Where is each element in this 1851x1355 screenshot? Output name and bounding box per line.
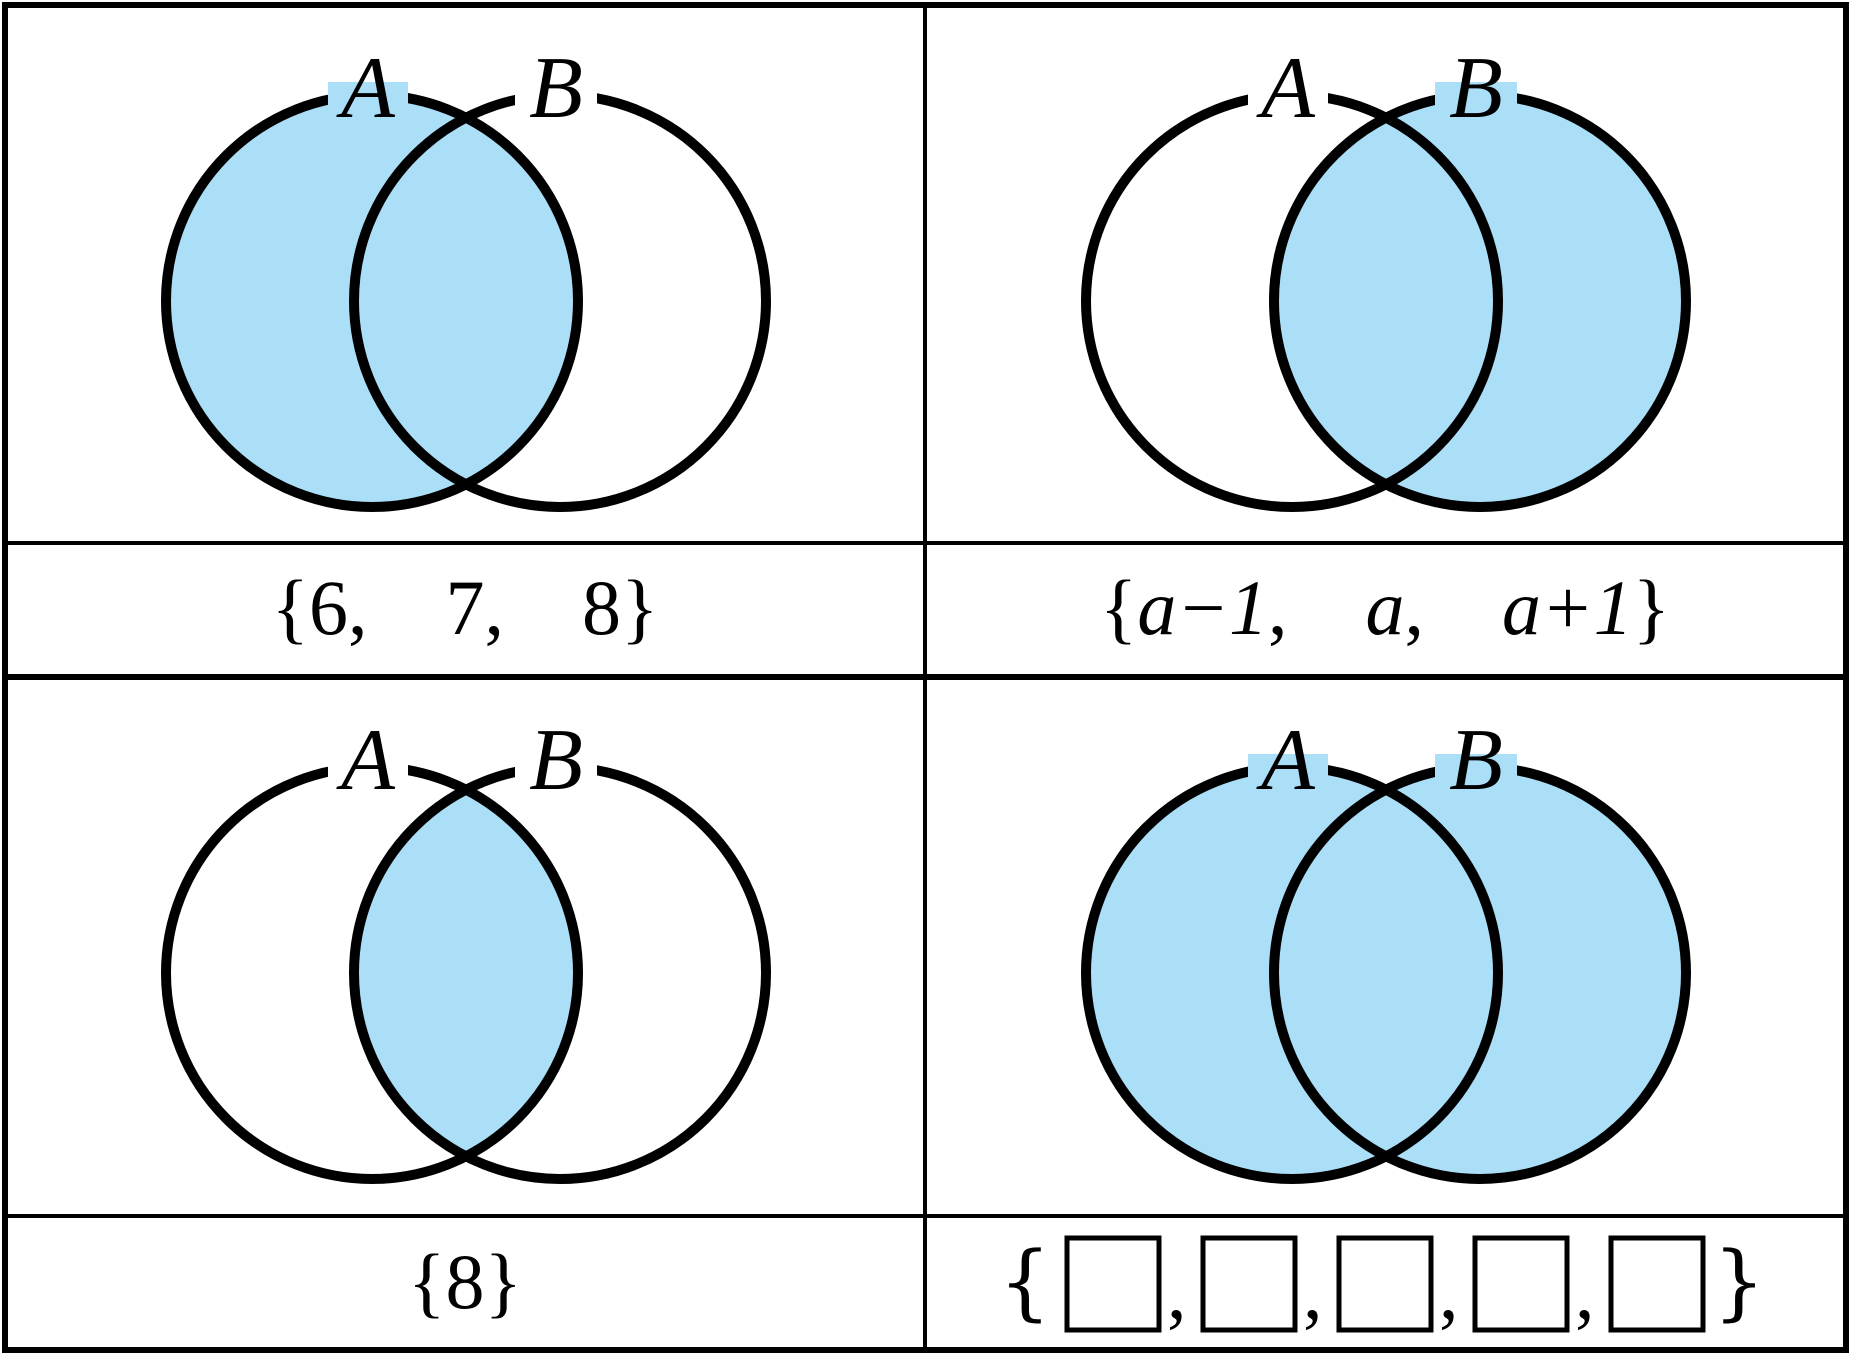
caption-comma: , bbox=[1439, 1248, 1459, 1335]
answer-blank-box[interactable] bbox=[1064, 1235, 1162, 1333]
set-label-b: B bbox=[529, 40, 583, 137]
label-gap-a bbox=[328, 754, 408, 794]
set-caption-1: {6, 7, 8} bbox=[272, 564, 659, 651]
answer-blank-box[interactable] bbox=[1472, 1235, 1570, 1333]
caption-separator: , bbox=[1405, 564, 1503, 651]
label-gap-b bbox=[515, 754, 597, 794]
label-gap-a bbox=[1248, 754, 1328, 794]
caption-text: {a−1, a, a+1} bbox=[1100, 564, 1670, 651]
set-label-a: A bbox=[1256, 712, 1316, 809]
set-label-a: A bbox=[1256, 40, 1316, 137]
caption-item: 8 bbox=[446, 1238, 485, 1325]
caption-open-brace: { bbox=[272, 564, 309, 651]
label-gap-a bbox=[1248, 82, 1328, 122]
label-gap-b bbox=[515, 82, 597, 122]
caption-separator: , bbox=[485, 564, 583, 651]
caption-separator: , bbox=[348, 564, 446, 651]
caption-comma: , bbox=[1303, 1248, 1323, 1335]
caption-item: a+1 bbox=[1502, 564, 1633, 651]
set-caption-2: {a−1, a, a+1} bbox=[1100, 564, 1670, 651]
shaded-region-union-b bbox=[1274, 767, 1686, 1179]
answer-blank-box[interactable] bbox=[1200, 1235, 1298, 1333]
label-gap-a bbox=[328, 82, 408, 122]
caption-item: 8 bbox=[582, 564, 621, 651]
caption-comma: , bbox=[1167, 1248, 1187, 1335]
shaded-region-intersection bbox=[354, 767, 578, 1179]
caption-comma: , bbox=[1575, 1248, 1595, 1335]
caption-close-brace: } bbox=[1713, 1235, 1765, 1330]
answer-blank-box[interactable] bbox=[1336, 1235, 1434, 1333]
caption-close-brace: } bbox=[1633, 564, 1670, 651]
caption-open-brace: { bbox=[999, 1235, 1051, 1330]
answer-blank-box[interactable] bbox=[1608, 1235, 1706, 1333]
caption-item: 7 bbox=[446, 564, 485, 651]
caption-close-brace: } bbox=[621, 564, 658, 651]
set-label-a: A bbox=[336, 40, 396, 137]
label-gap-b bbox=[1435, 754, 1517, 794]
set-label-a: A bbox=[336, 712, 396, 809]
set-caption-4: {,,,,} bbox=[999, 1235, 1765, 1335]
caption-open-brace: { bbox=[1100, 564, 1137, 651]
caption-item: a−1 bbox=[1137, 564, 1268, 651]
shaded-region-b bbox=[1274, 95, 1686, 507]
caption-item: a bbox=[1366, 564, 1405, 651]
caption-text: {8} bbox=[408, 1238, 522, 1325]
set-label-b: B bbox=[1449, 40, 1503, 137]
caption-item: 6 bbox=[309, 564, 348, 651]
caption-close-brace: } bbox=[485, 1238, 522, 1325]
caption-text: {6, 7, 8} bbox=[272, 564, 659, 651]
shaded-region-a bbox=[166, 95, 578, 507]
set-label-b: B bbox=[1449, 712, 1503, 809]
caption-separator: , bbox=[1268, 564, 1366, 651]
set-caption-3: {8} bbox=[408, 1238, 522, 1325]
label-gap-b bbox=[1435, 82, 1517, 122]
set-label-b: B bbox=[529, 712, 583, 809]
caption-open-brace: { bbox=[408, 1238, 445, 1325]
